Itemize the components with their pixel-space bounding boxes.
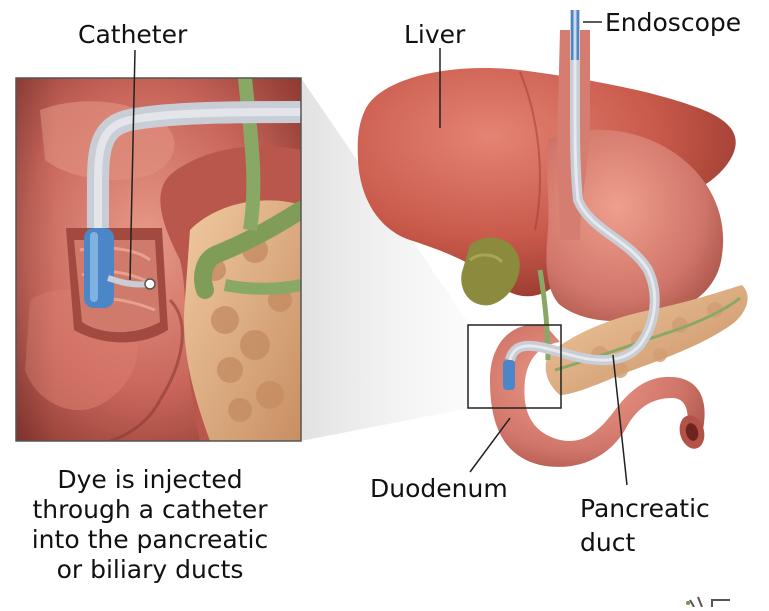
inset-closeup [16, 78, 301, 441]
gallbladder [461, 237, 520, 305]
logo-mark [686, 597, 730, 607]
caption: Dye is injected through a catheter into … [0, 465, 300, 585]
label-endoscope: Endoscope [605, 10, 741, 35]
caption-line: Dye is injected [0, 465, 300, 495]
label-pancreatic-duct-line2: duct [580, 530, 635, 555]
label-duodenum: Duodenum [370, 476, 508, 501]
label-liver: Liver [404, 22, 465, 47]
caption-line: through a catheter [0, 495, 300, 525]
label-pancreatic-duct-line1: Pancreatic [580, 496, 710, 521]
caption-line: into the pancreatic [0, 525, 300, 555]
caption-line: or biliary ducts [0, 555, 300, 585]
label-catheter: Catheter [78, 22, 187, 47]
